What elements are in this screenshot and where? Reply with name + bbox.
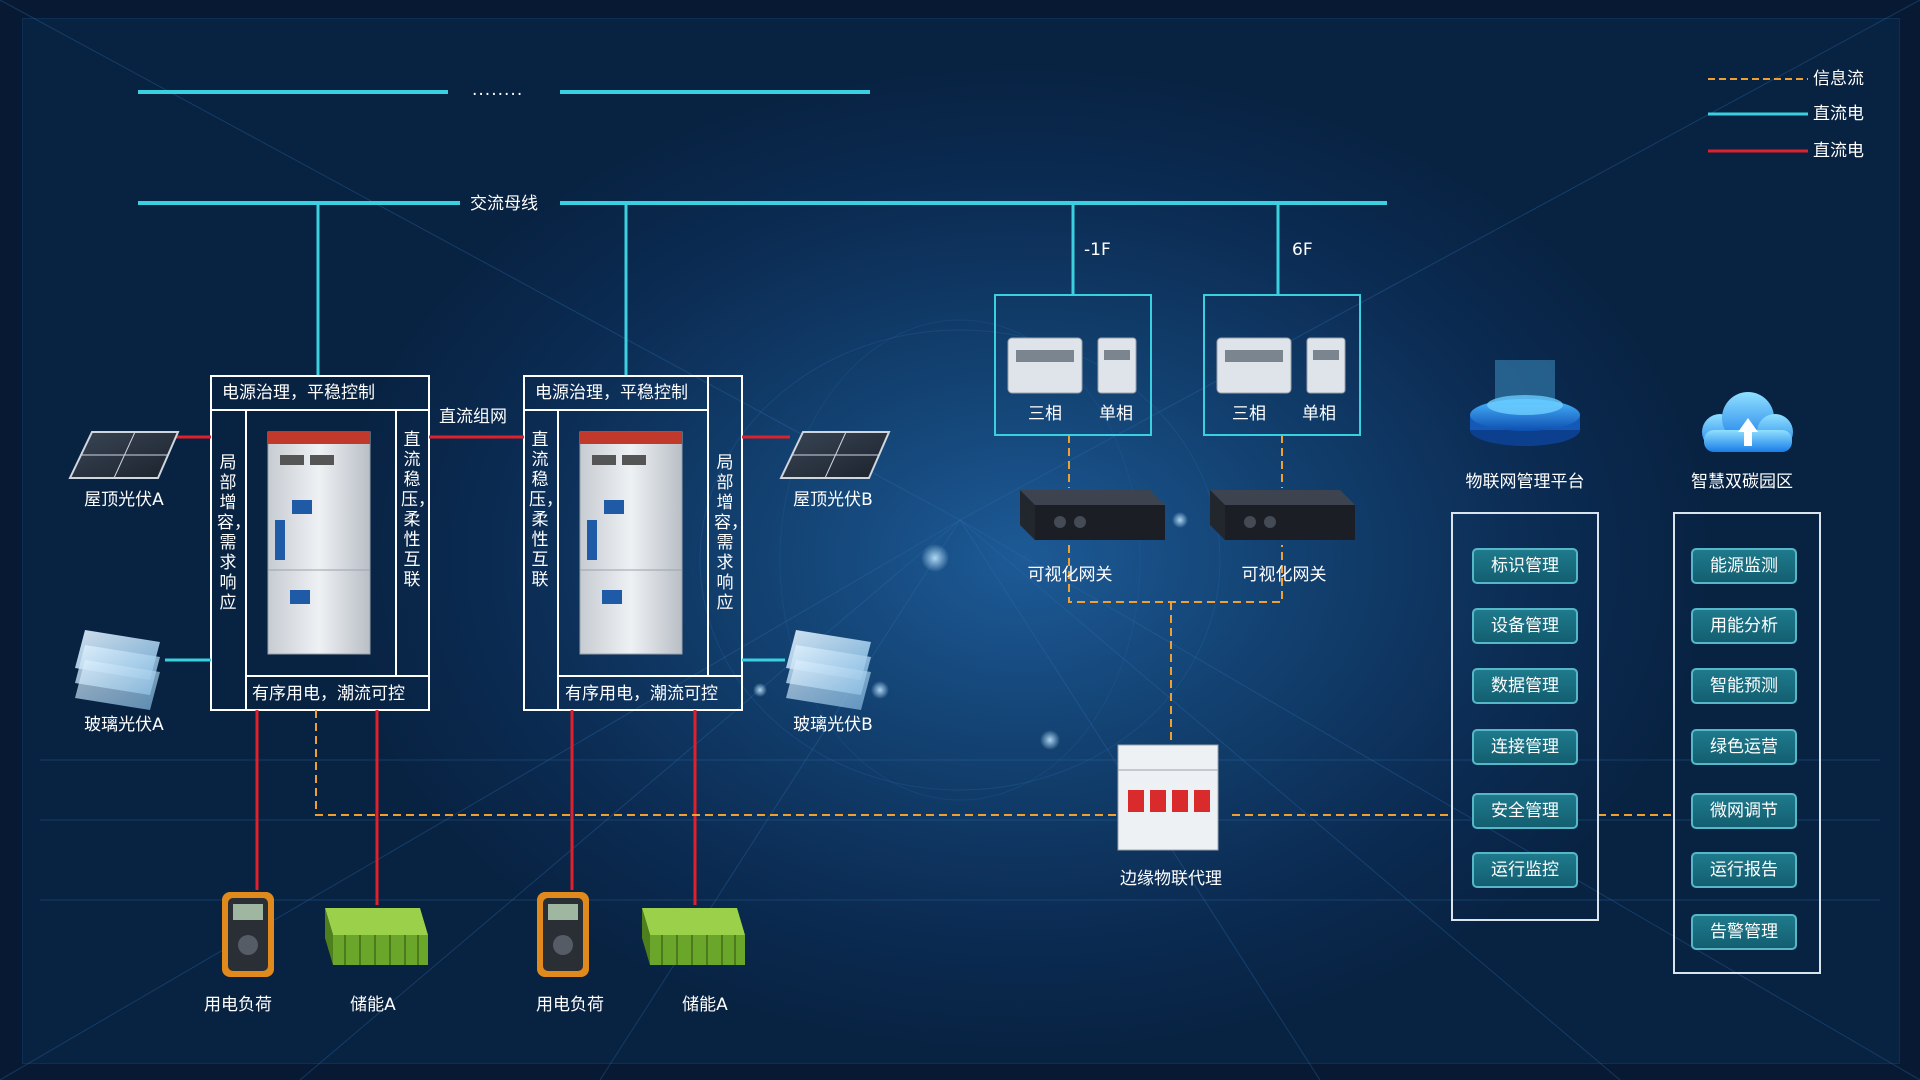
iot-item-connection[interactable]: 连接管理 <box>1472 729 1578 765</box>
gateway-label-2: 可视化网关 <box>1241 565 1327 585</box>
meter-three-phase-label-2: 三相 <box>1232 404 1266 424</box>
load-label-1: 用电负荷 <box>204 995 272 1015</box>
meter-single-phase-label-2: 单相 <box>1302 404 1336 424</box>
park-item-report[interactable]: 运行报告 <box>1691 852 1797 888</box>
roof-pv-a-label: 屋顶光伏A <box>84 490 164 510</box>
iot-item-operation-monitor[interactable]: 运行监控 <box>1472 852 1578 888</box>
smart-park-cloud-icon <box>1702 392 1793 452</box>
edge-agent-icon <box>1117 744 1219 851</box>
iot-item-data[interactable]: 数据管理 <box>1472 668 1578 704</box>
roof-pv-b-icon <box>779 431 891 479</box>
controller-2-header: 电源治理，平稳控制 <box>535 383 688 403</box>
cabinet-2 <box>579 431 683 655</box>
load-icon-1 <box>222 892 274 977</box>
gateway-label-1: 可视化网关 <box>1027 565 1113 585</box>
top-bus-dots: ........ <box>472 80 524 100</box>
legend-dc-cyan: 直流电 <box>1813 104 1864 124</box>
iot-item-identification[interactable]: 标识管理 <box>1472 548 1578 584</box>
iot-platform-title: 物联网管理平台 <box>1465 472 1585 492</box>
floor-label-6f: 6F <box>1292 240 1313 260</box>
iot-item-device[interactable]: 设备管理 <box>1472 608 1578 644</box>
park-item-forecast[interactable]: 智能预测 <box>1691 668 1797 704</box>
storage-label-1: 储能A <box>350 995 396 1015</box>
roof-pv-b-label: 屋顶光伏B <box>793 490 873 510</box>
legend-info-flow: 信息流 <box>1813 69 1864 89</box>
glass-pv-a-label: 玻璃光伏A <box>84 715 164 735</box>
glass-pv-a-icon <box>75 630 160 710</box>
dc-network-label: 直流组网 <box>439 407 507 427</box>
storage-label-2: 储能A <box>682 995 728 1015</box>
controller-1-right-text: 直流稳压，柔性互联 <box>401 430 435 590</box>
controller-2-footer: 有序用电，潮流可控 <box>565 684 718 704</box>
park-item-alarm[interactable]: 告警管理 <box>1691 914 1797 950</box>
gateway-2 <box>1210 490 1355 540</box>
controller-1-left-text: 局部增容，需求响应 <box>217 453 251 613</box>
meter-group-1 <box>1007 337 1137 394</box>
park-item-energy-monitor[interactable]: 能源监测 <box>1691 548 1797 584</box>
glass-pv-b-label: 玻璃光伏B <box>793 715 873 735</box>
load-label-2: 用电负荷 <box>536 995 604 1015</box>
park-item-green-operation[interactable]: 绿色运营 <box>1691 729 1797 765</box>
edge-agent-label: 边缘物联代理 <box>1120 869 1222 889</box>
legend-dc-red: 直流电 <box>1813 141 1864 161</box>
park-item-usage-analysis[interactable]: 用能分析 <box>1691 608 1797 644</box>
cabinet-1 <box>267 431 371 655</box>
decor-glow-dots <box>753 512 1188 750</box>
meter-three-phase-label-1: 三相 <box>1028 404 1062 424</box>
meter-single-phase-label-1: 单相 <box>1099 404 1133 424</box>
roof-pv-a-icon <box>68 431 180 479</box>
smart-park-title: 智慧双碳园区 <box>1691 472 1793 492</box>
gateway-1 <box>1020 490 1165 540</box>
iot-platform-icon <box>1470 360 1580 446</box>
glass-pv-b-icon <box>786 630 871 710</box>
floor-label-b1: -1F <box>1084 240 1111 260</box>
storage-icon-2 <box>642 908 745 965</box>
controller-2-left-text: 直流稳压，柔性互联 <box>529 430 563 590</box>
meter-group-2 <box>1216 337 1346 394</box>
storage-icon-1 <box>325 908 428 965</box>
controller-1-footer: 有序用电，潮流可控 <box>252 684 405 704</box>
controller-1-header: 电源治理，平稳控制 <box>222 383 375 403</box>
controller-2-right-text: 局部增容，需求响应 <box>714 453 748 613</box>
load-icon-2 <box>537 892 589 977</box>
ac-bus-label: 交流母线 <box>470 194 538 214</box>
park-item-microgrid[interactable]: 微网调节 <box>1691 793 1797 829</box>
iot-item-security[interactable]: 安全管理 <box>1472 793 1578 829</box>
